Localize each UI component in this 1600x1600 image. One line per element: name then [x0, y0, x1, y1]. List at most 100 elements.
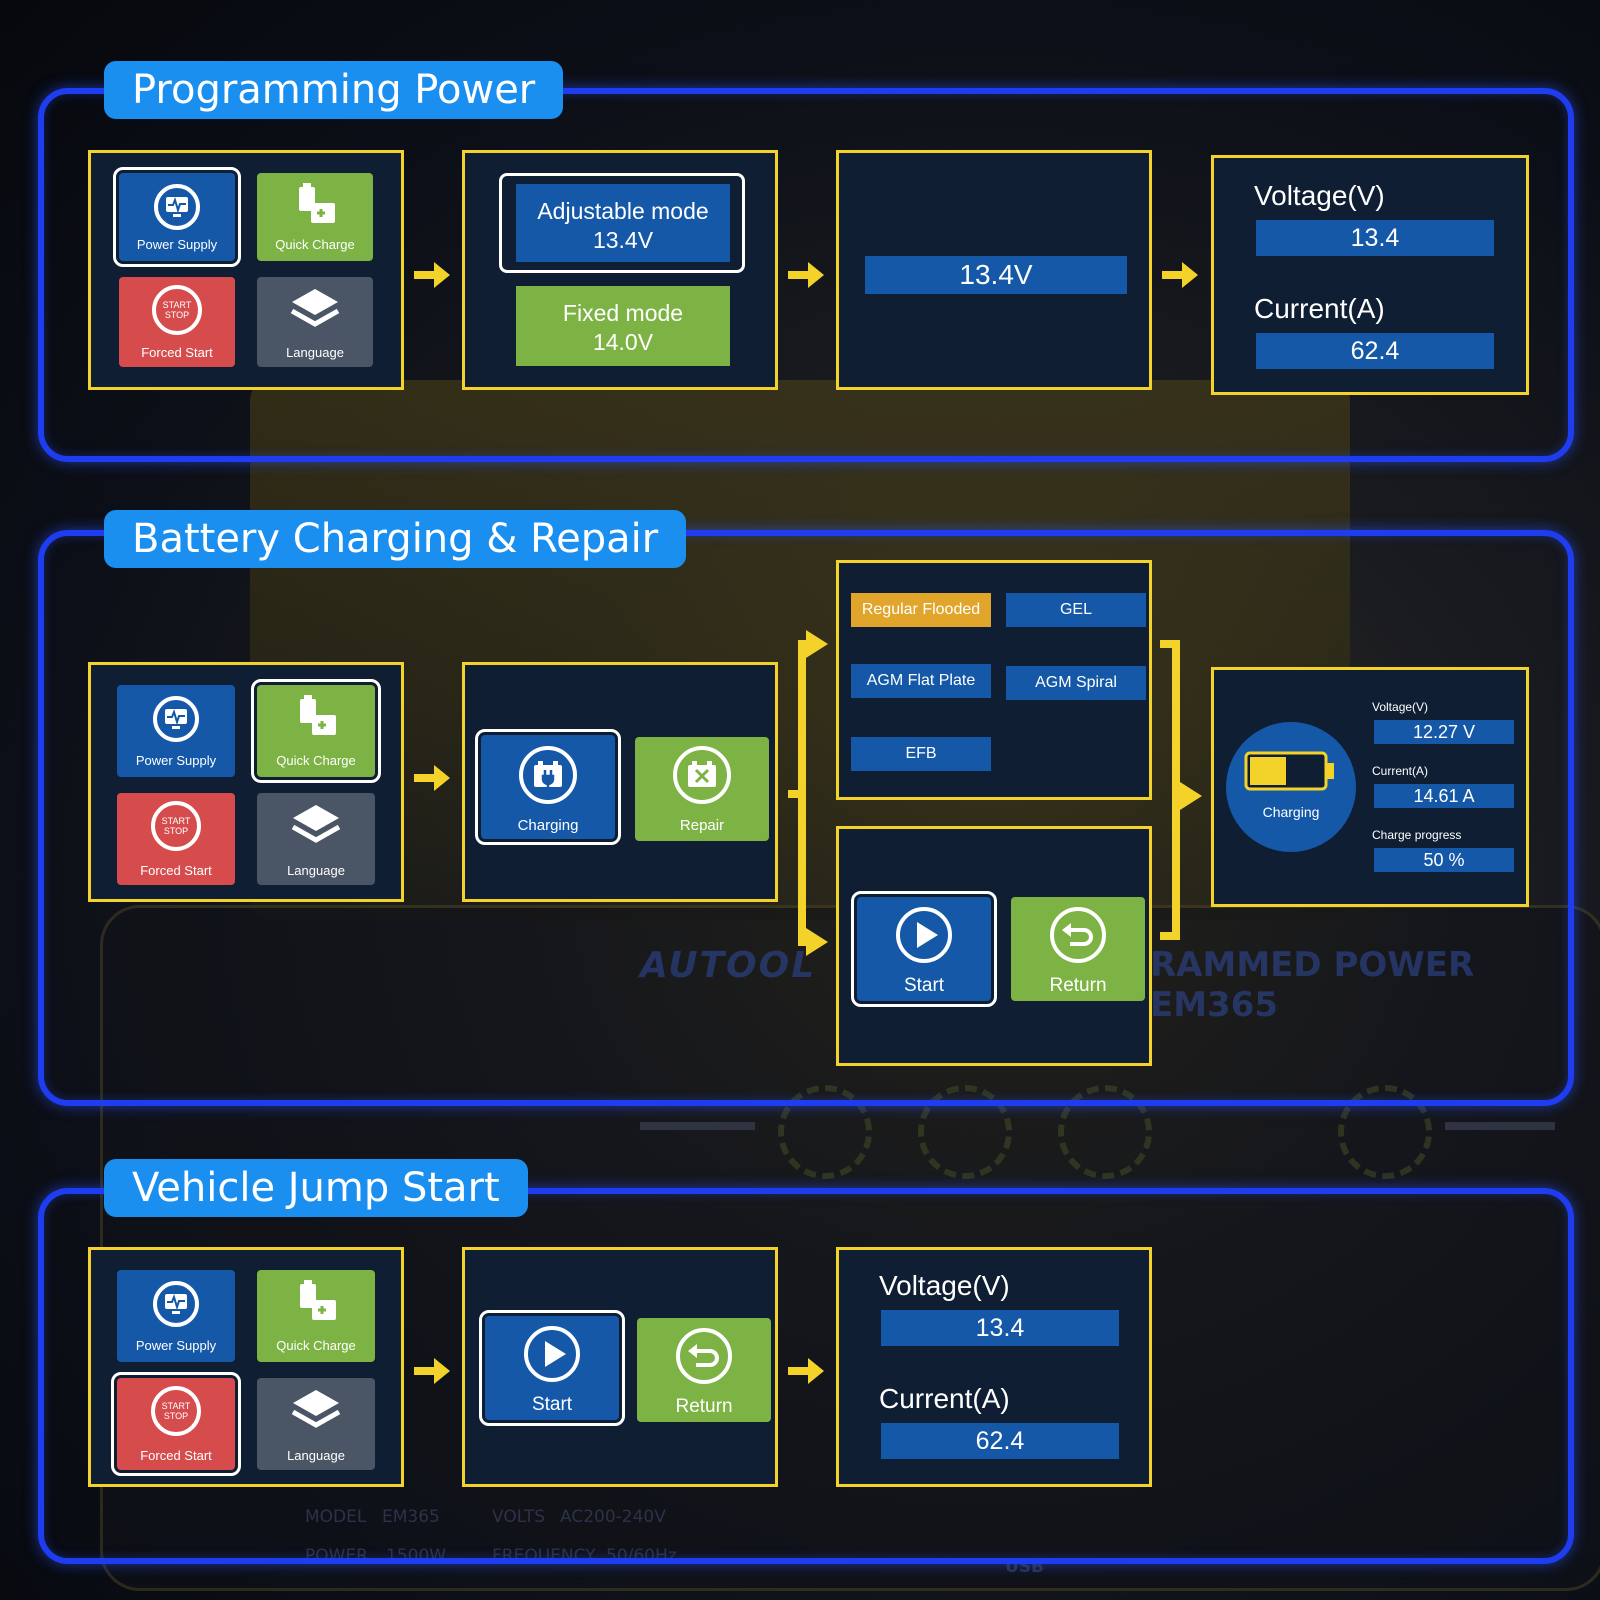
adjustable-mode-frame	[499, 173, 745, 273]
section-battery-charging-repair	[38, 530, 1574, 1106]
section-vehicle-jump-start	[38, 1188, 1574, 1564]
start-return-screen: Start Return	[836, 826, 1152, 1066]
branch-bracket-stub	[788, 790, 802, 798]
battery-type-option[interactable]: AGM Spiral	[1006, 666, 1146, 700]
start-button[interactable]: Start	[851, 891, 997, 1007]
language-label: Language	[287, 863, 345, 878]
jump-start-screen: Start Return	[462, 1247, 778, 1487]
branch-bracket-left	[798, 640, 806, 946]
adjustable-mode-button[interactable]: Adjustable mode 13.4V	[516, 184, 730, 262]
battery-type-option[interactable]: Regular Flooded	[851, 593, 991, 627]
battery-plug-icon	[519, 746, 577, 804]
language-tile[interactable]: Language	[257, 793, 375, 885]
current-value: 14.61 A	[1374, 784, 1514, 808]
fixed-mode-label: Fixed mode	[562, 300, 684, 326]
layers-icon	[290, 289, 340, 327]
charging-status-label: Charging	[1262, 804, 1320, 820]
start-button[interactable]: Start	[479, 1310, 625, 1426]
charging-button[interactable]: Charging	[475, 729, 621, 845]
quick-charge-label: Quick Charge	[275, 237, 355, 252]
charge-progress-label: Charge progress	[1372, 828, 1462, 842]
voltage-value: 13.4	[881, 1310, 1119, 1346]
flow-arrow-icon	[1162, 262, 1198, 288]
flow-arrow-icon	[788, 262, 824, 288]
voltage-setpoint-screen: 13.4V	[836, 150, 1152, 390]
battery-plus-icon	[300, 1280, 336, 1320]
voltage-label: Voltage(V)	[1254, 180, 1385, 211]
branch-bracket-top	[798, 640, 812, 648]
current-label: Current(A)	[1254, 293, 1385, 324]
return-button[interactable]: Return	[637, 1318, 771, 1422]
fixed-mode-button[interactable]: Fixed mode 14.0V	[516, 286, 730, 366]
current-label: Current(A)	[879, 1383, 1010, 1414]
layers-icon	[291, 805, 341, 843]
power-supply-label: Power Supply	[135, 1338, 217, 1353]
section-programming-power	[38, 88, 1574, 462]
quick-charge-label: Quick Charge	[276, 753, 356, 768]
start-stop-bottom-text: STOP	[164, 1411, 188, 1421]
flow-arrow-icon	[414, 765, 450, 791]
voltage-value: 12.27 V	[1374, 720, 1514, 744]
start-stop-top-text: START	[162, 1401, 191, 1411]
language-tile[interactable]: Language	[257, 1378, 375, 1470]
repair-label: Repair	[679, 817, 725, 834]
flow-arrow-icon	[414, 262, 450, 288]
quick-charge-tile[interactable]: Quick Charge	[251, 679, 381, 783]
current-value: 62.4	[881, 1423, 1119, 1459]
voltage-label: Voltage(V)	[1372, 700, 1429, 714]
output-readout-screen: Voltage(V) 13.4 Current(A) 62.4	[1211, 155, 1529, 395]
quick-charge-label: Quick Charge	[276, 1338, 356, 1353]
battery-type-screen: Regular Flooded GEL AGM Flat Plate AGM S…	[836, 560, 1152, 800]
power-supply-label: Power Supply	[136, 237, 218, 252]
play-icon	[524, 1326, 580, 1382]
return-label: Return	[675, 1396, 733, 1417]
repair-button[interactable]: Repair	[635, 737, 769, 841]
battery-type-option[interactable]: AGM Flat Plate	[851, 664, 991, 698]
battery-wrench-icon	[673, 746, 731, 804]
branch-arrow-icon	[806, 928, 828, 956]
background-return-knob	[1338, 1085, 1432, 1179]
voltage-label: Voltage(V)	[879, 1270, 1010, 1301]
start-stop-top-text: START	[163, 300, 192, 310]
branch-arrow-icon	[806, 630, 828, 658]
language-tile[interactable]: Language	[257, 277, 373, 367]
flow-arrow-icon	[414, 1358, 450, 1384]
power-supply-tile[interactable]: Power Supply	[117, 685, 235, 777]
charge-progress-value: 50 %	[1374, 848, 1514, 872]
voltage-setpoint-value[interactable]: 13.4V	[865, 256, 1127, 294]
forced-start-label: Forced Start	[140, 863, 212, 878]
background-model-label: MODEL	[305, 1507, 367, 1527]
background-enter-knob	[1058, 1085, 1152, 1179]
merge-bracket-bottom	[1160, 932, 1174, 940]
background-brand: AUTOOL	[640, 945, 817, 986]
background-divider	[1445, 1122, 1555, 1130]
merge-bracket-right	[1172, 640, 1180, 940]
power-supply-tile[interactable]: Power Supply	[117, 1270, 235, 1362]
current-value: 62.4	[1256, 333, 1494, 369]
background-volts-value: AC200-240V	[560, 1507, 666, 1527]
return-button[interactable]: Return	[1011, 897, 1145, 1001]
current-label: Current(A)	[1372, 764, 1429, 778]
language-label: Language	[287, 1448, 345, 1463]
quick-charge-tile[interactable]: Quick Charge	[257, 1270, 375, 1362]
section-title: Battery Charging & Repair	[104, 510, 687, 568]
battery-type-option[interactable]: EFB	[851, 737, 991, 771]
quick-charge-tile[interactable]: Quick Charge	[257, 173, 373, 261]
battery-type-option[interactable]: GEL	[1006, 593, 1146, 627]
jump-readout-screen: Voltage(V) 13.4 Current(A) 62.4	[836, 1247, 1152, 1487]
power-supply-tile[interactable]: Power Supply	[113, 167, 241, 267]
charging-status-screen: Charging Voltage(V) 12.27 V Current(A) 1…	[1211, 667, 1529, 907]
charging-label: Charging	[517, 817, 579, 834]
language-label: Language	[286, 345, 344, 360]
forced-start-label: Forced Start	[140, 1448, 212, 1463]
background-left-knob	[778, 1085, 872, 1179]
